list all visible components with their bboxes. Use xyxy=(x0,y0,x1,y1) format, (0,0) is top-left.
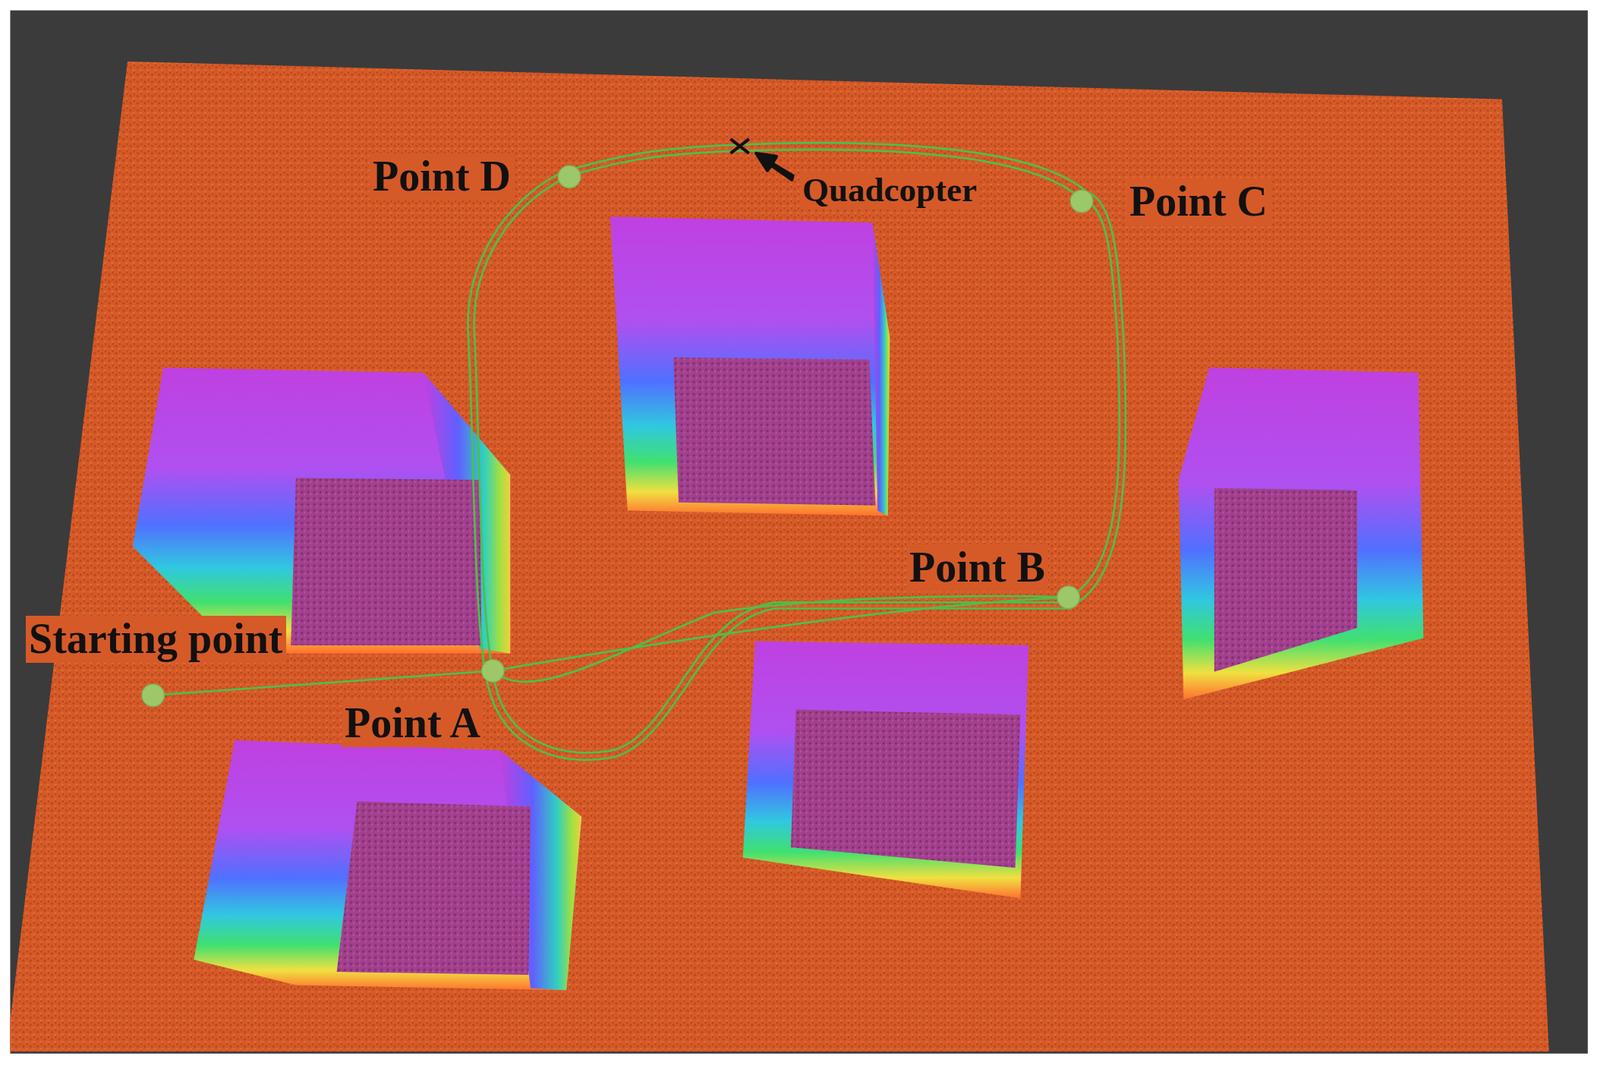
point-label: Point A xyxy=(341,699,484,747)
point-label: Point D xyxy=(369,153,514,201)
point-label: Point B xyxy=(906,544,1049,592)
start-label: Starting point xyxy=(25,615,287,663)
point-label: Point C xyxy=(1126,178,1271,226)
quadcopter-label: Quadcopter xyxy=(799,171,980,210)
